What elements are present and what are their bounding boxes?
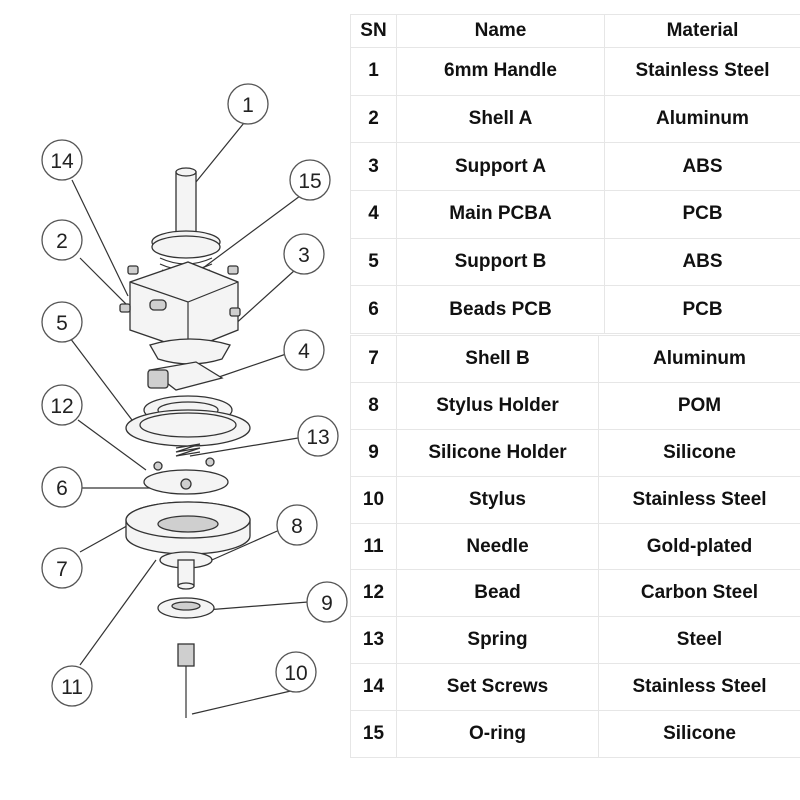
callout-8: 8 bbox=[276, 504, 318, 546]
cell-sn: 3 bbox=[350, 142, 397, 192]
cell-material: Aluminum bbox=[598, 335, 800, 383]
cell-sn: 9 bbox=[350, 428, 397, 477]
cell-name: Support B bbox=[396, 237, 605, 287]
table-header-row: SN Name Material bbox=[350, 14, 800, 48]
cell-material: Carbon Steel bbox=[598, 569, 800, 618]
svg-text:4: 4 bbox=[298, 340, 310, 363]
cell-sn: 6 bbox=[350, 285, 397, 335]
cell-name: Set Screws bbox=[396, 663, 599, 712]
callout-10: 10 bbox=[275, 651, 317, 693]
svg-text:2: 2 bbox=[56, 230, 68, 253]
cell-name: Main PCBA bbox=[396, 190, 605, 239]
cell-material: ABS bbox=[604, 237, 800, 287]
header-material: Material bbox=[604, 14, 800, 48]
header-sn: SN bbox=[350, 14, 397, 48]
callout-7: 7 bbox=[41, 547, 83, 589]
callout-3: 3 bbox=[283, 233, 325, 275]
cell-material: Stainless Steel bbox=[604, 47, 800, 96]
svg-text:12: 12 bbox=[50, 395, 73, 418]
callout-5: 5 bbox=[41, 301, 83, 343]
cell-name: Needle bbox=[396, 522, 599, 571]
cell-name: 6mm Handle bbox=[396, 47, 605, 96]
svg-text:6: 6 bbox=[56, 477, 68, 500]
svg-text:8: 8 bbox=[291, 515, 303, 538]
svg-text:3: 3 bbox=[298, 244, 310, 267]
cell-material: Silicone bbox=[598, 710, 800, 759]
cell-material: POM bbox=[598, 381, 800, 430]
cell-sn: 13 bbox=[350, 616, 397, 665]
exploded-parts bbox=[119, 167, 251, 718]
cell-material: PCB bbox=[604, 190, 800, 239]
exploded-assembly-diagram: 1 14 15 2 3 5 4 12 13 6 8 7 9 10 11 bbox=[41, 83, 348, 718]
cell-name: Stylus Holder bbox=[396, 381, 599, 430]
cell-sn: 14 bbox=[350, 663, 397, 712]
callout-1: 1 bbox=[227, 83, 269, 125]
cell-material: Stainless Steel bbox=[598, 475, 800, 524]
cell-name: O-ring bbox=[396, 710, 599, 759]
cell-material: Aluminum bbox=[604, 94, 800, 144]
callout-6: 6 bbox=[41, 466, 83, 508]
svg-text:5: 5 bbox=[56, 312, 68, 335]
svg-text:11: 11 bbox=[61, 676, 83, 699]
cell-name: Shell B bbox=[396, 335, 599, 383]
cell-sn: 1 bbox=[350, 47, 397, 96]
cell-name: Shell A bbox=[396, 94, 605, 144]
svg-text:7: 7 bbox=[56, 558, 68, 581]
callout-15: 15 bbox=[289, 159, 331, 201]
callout-2: 2 bbox=[41, 219, 83, 261]
leader-lines bbox=[69, 117, 309, 715]
callout-13: 13 bbox=[297, 415, 339, 457]
cell-name: Bead bbox=[396, 569, 599, 618]
callout-9: 9 bbox=[306, 581, 348, 623]
callout-14: 14 bbox=[41, 139, 83, 181]
header-name: Name bbox=[396, 14, 605, 48]
cell-name: Silicone Holder bbox=[396, 428, 599, 477]
callout-4: 4 bbox=[283, 329, 325, 371]
cell-sn: 2 bbox=[350, 94, 397, 144]
cell-material: Stainless Steel bbox=[598, 663, 800, 712]
callout-12: 12 bbox=[41, 384, 83, 426]
cell-material: Gold-plated bbox=[598, 522, 800, 571]
callout-11: 11 bbox=[51, 665, 93, 707]
cell-sn: 4 bbox=[350, 190, 397, 239]
svg-text:9: 9 bbox=[321, 592, 333, 615]
svg-text:14: 14 bbox=[50, 150, 74, 173]
cell-material: PCB bbox=[604, 285, 800, 335]
cell-material: Steel bbox=[598, 616, 800, 665]
cell-sn: 12 bbox=[350, 569, 397, 618]
cell-material: Silicone bbox=[598, 428, 800, 477]
cell-sn: 15 bbox=[350, 710, 397, 759]
svg-text:15: 15 bbox=[298, 170, 321, 193]
cell-material: ABS bbox=[604, 142, 800, 192]
cell-name: Spring bbox=[396, 616, 599, 665]
svg-text:1: 1 bbox=[242, 94, 254, 117]
cell-name: Stylus bbox=[396, 475, 599, 524]
cell-name: Support A bbox=[396, 142, 605, 192]
cell-sn: 10 bbox=[350, 475, 397, 524]
cell-sn: 8 bbox=[350, 381, 397, 430]
cell-sn: 7 bbox=[350, 335, 397, 383]
cell-sn: 5 bbox=[350, 237, 397, 287]
cell-sn: 11 bbox=[350, 522, 397, 571]
svg-text:10: 10 bbox=[284, 662, 307, 685]
cell-name: Beads PCB bbox=[396, 285, 605, 335]
svg-text:13: 13 bbox=[306, 426, 329, 449]
